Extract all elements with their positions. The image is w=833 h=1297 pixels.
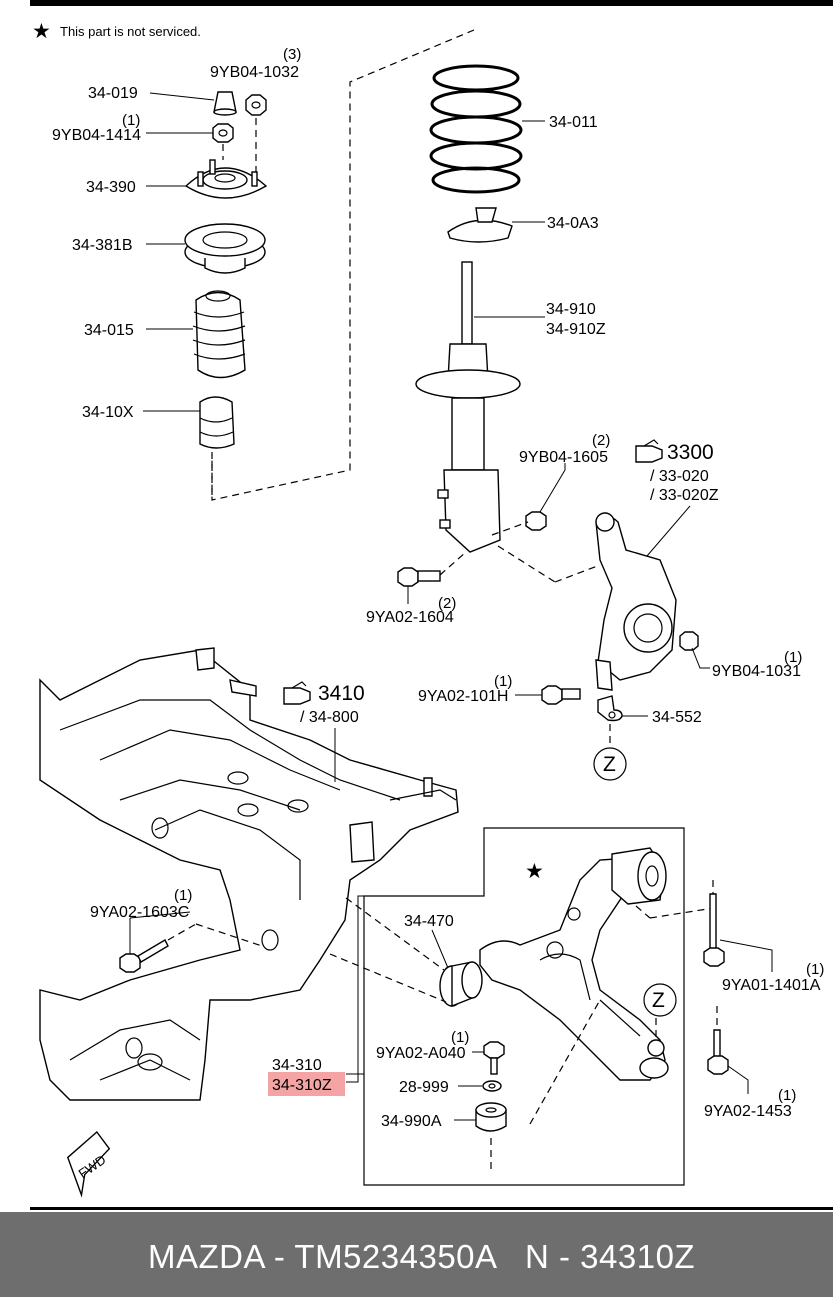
bolt-9ya02-a040[interactable] <box>472 1041 505 1075</box>
label-9yb04-1032[interactable]: 9YB04-1032 <box>210 64 299 81</box>
not-serviced-note: This part is not serviced. <box>60 24 201 39</box>
label-z: Z <box>603 753 616 776</box>
label-34-990a[interactable]: 34-990A <box>381 1113 442 1130</box>
strut-mount-34-390[interactable] <box>184 159 268 199</box>
reference-circle-z-arm <box>643 983 677 1017</box>
qty-9ya01-1401a: (1) <box>806 961 824 978</box>
label-34-310[interactable]: 34-310 <box>272 1057 322 1074</box>
qty-9ya02-101h: (1) <box>494 673 512 690</box>
label-34-381b[interactable]: 34-381B <box>72 237 133 254</box>
subframe-3410[interactable] <box>39 647 459 1101</box>
rear-bushing <box>611 847 667 905</box>
label-9ya02-1453[interactable]: 9YA02-1453 <box>704 1103 792 1120</box>
bearing-34-381b[interactable] <box>184 223 266 274</box>
qty-9ya02-1604: (2) <box>438 595 456 612</box>
bushing-34-990a[interactable] <box>454 1102 507 1172</box>
steering-knuckle-3300[interactable] <box>595 505 691 691</box>
qty-9ya02-1603c: (1) <box>174 887 192 904</box>
label-34-910[interactable]: 34-910 <box>546 301 596 318</box>
qty-9yb04-1414: (1) <box>122 112 140 129</box>
label-9yb04-1414[interactable]: 9YB04-1414 <box>52 127 141 144</box>
label-9yb04-1605[interactable]: 9YB04-1605 <box>519 449 608 466</box>
label-34-470[interactable]: 34-470 <box>404 913 454 930</box>
nut-9yb04-1031[interactable] <box>679 631 710 669</box>
highlight-box <box>268 1072 345 1096</box>
parts-diagram: ★ This part is not serviced. <box>30 0 833 1211</box>
label-34-310z[interactable]: 34-310Z <box>272 1077 332 1094</box>
pointing-hand-icon <box>283 681 311 705</box>
qty-9yb04-1032: (3) <box>283 46 301 63</box>
inset-frame <box>363 827 685 1186</box>
footer-oem-number: N - 34310Z <box>525 1238 696 1275</box>
qty-9yb04-1031: (1) <box>784 649 802 666</box>
ref-3410[interactable]: 3410 <box>318 682 365 705</box>
label-9ya01-1401a[interactable]: 9YA01-1401A <box>722 977 821 994</box>
forward-arrow-icon: FWD <box>66 1130 111 1198</box>
label-28-999[interactable]: 28-999 <box>399 1079 449 1096</box>
bolt-9ya02-1603c[interactable] <box>119 911 263 973</box>
coil-spring-34-011[interactable] <box>429 64 545 194</box>
label-34-910z[interactable]: 34-910Z <box>546 321 606 338</box>
label-9ya02-1603c[interactable]: 9YA02-1603C <box>90 904 189 921</box>
label-z-arm: Z <box>652 989 665 1012</box>
label-34-390[interactable]: 34-390 <box>86 179 136 196</box>
star-arm-icon: ★ <box>525 860 544 883</box>
washer-28-999[interactable] <box>458 1080 502 1092</box>
label-9ya02-1604[interactable]: 9YA02-1604 <box>366 609 454 626</box>
bolt-9ya02-1604[interactable] <box>397 551 467 604</box>
qty-9ya02-a040: (1) <box>451 1029 469 1046</box>
ref-3300[interactable]: 3300 <box>667 441 714 464</box>
label-34-019[interactable]: 34-019 <box>88 85 138 102</box>
nut-9yb04-1605[interactable] <box>525 463 566 531</box>
dust-boot-34-015[interactable] <box>192 290 246 379</box>
spring-seat-34-0a3[interactable] <box>447 207 545 243</box>
bushing-34-470[interactable] <box>431 929 483 1008</box>
label-34-10x[interactable]: 34-10X <box>82 404 134 421</box>
nut-9yb04-1414[interactable] <box>212 123 234 160</box>
label-34-011[interactable]: 34-011 <box>549 114 598 131</box>
star-icon: ★ <box>32 20 51 43</box>
pointing-hand-icon <box>635 439 663 463</box>
nut-9yb04-1032[interactable] <box>245 94 267 172</box>
bump-stop-34-10x[interactable] <box>199 396 235 500</box>
label-34-800[interactable]: / 34-800 <box>300 709 359 726</box>
footer-brand-part-number: MAZDA - TM5234350A <box>148 1238 498 1275</box>
label-33-020z[interactable]: / 33-020Z <box>650 487 719 504</box>
qty-9ya02-1453: (1) <box>778 1087 796 1104</box>
label-34-552[interactable]: 34-552 <box>652 709 702 726</box>
bolt-9ya02-1453[interactable] <box>707 1006 749 1094</box>
label-34-015[interactable]: 34-015 <box>84 322 134 339</box>
label-9ya02-101h[interactable]: 9YA02-101H <box>418 688 508 705</box>
label-33-020[interactable]: / 33-020 <box>650 468 709 485</box>
qty-9yb04-1605: (2) <box>592 432 610 449</box>
label-9ya02-a040[interactable]: 9YA02-A040 <box>376 1045 466 1062</box>
reference-circle-z <box>593 747 627 781</box>
bump-cap-34-019[interactable] <box>213 91 237 116</box>
label-34-0a3[interactable]: 34-0A3 <box>547 215 599 232</box>
footer-banner: MAZDA - TM5234350A N - 34310Z <box>0 1212 833 1297</box>
lower-control-arm-34-310[interactable] <box>479 857 669 1081</box>
shock-absorber-34-910[interactable] <box>415 261 545 553</box>
clip-34-552[interactable] <box>597 695 648 746</box>
label-9yb04-1031[interactable]: 9YB04-1031 <box>712 663 801 680</box>
bolt-9ya02-101h[interactable] <box>515 685 581 705</box>
bolt-9ya01-1401a[interactable] <box>703 880 773 972</box>
